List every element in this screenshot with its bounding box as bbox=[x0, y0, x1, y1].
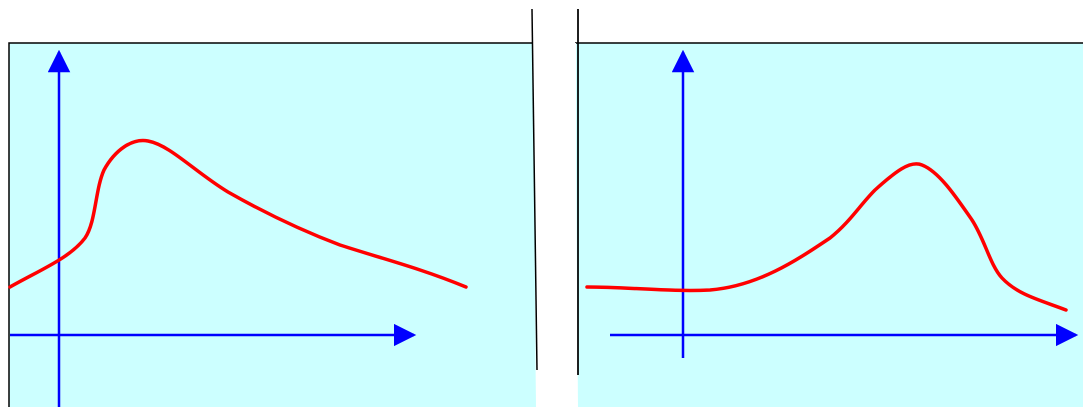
left-panel-background bbox=[9, 43, 536, 407]
right-panel bbox=[575, 9, 1083, 407]
right-curve bbox=[585, 162, 1068, 312]
gap-strip bbox=[533, 43, 576, 395]
right-panel-background bbox=[575, 43, 1083, 407]
panel-gap bbox=[531, 8, 579, 395]
left-panel bbox=[8, 42, 536, 407]
left-curve bbox=[8, 138, 468, 289]
gap-left-line bbox=[531, 8, 538, 371]
